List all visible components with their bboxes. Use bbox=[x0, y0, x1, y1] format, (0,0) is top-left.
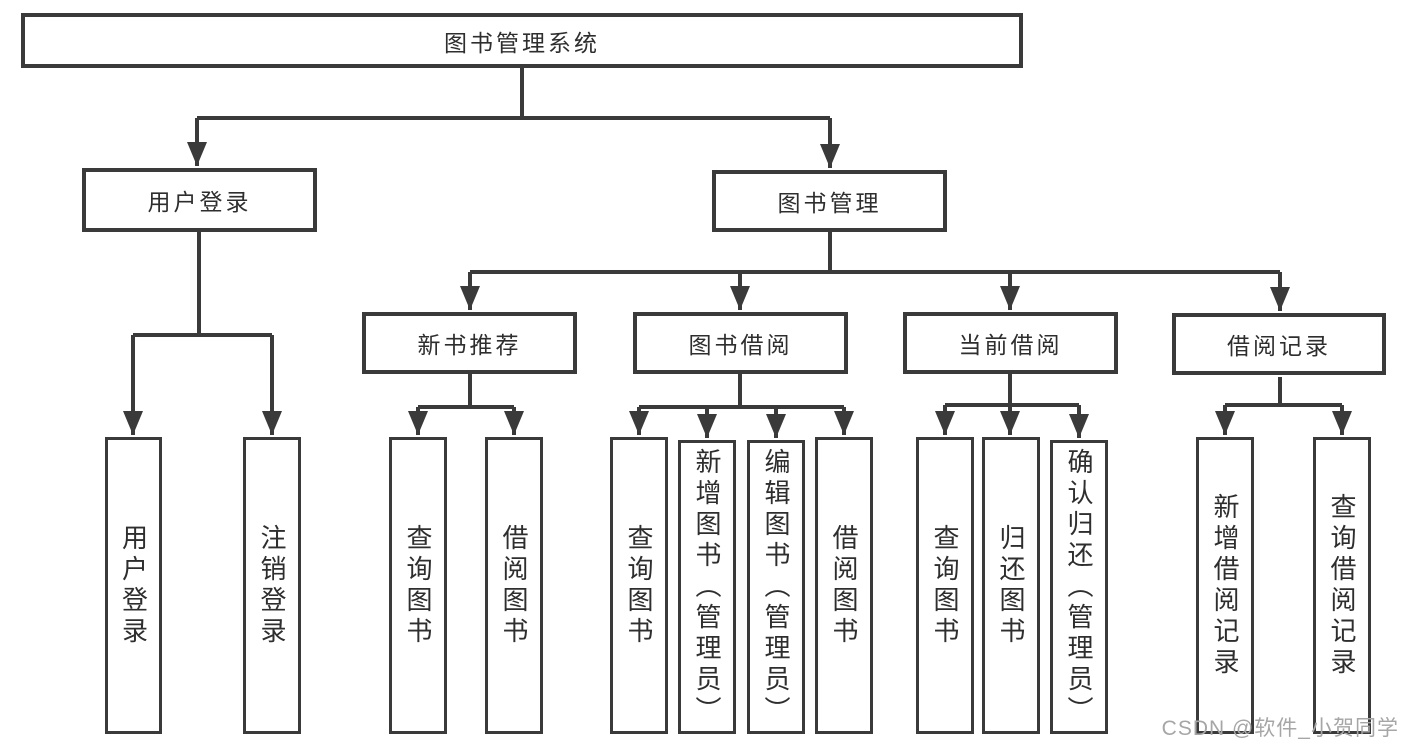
node-add-books-admin: 新增图书（管理员） bbox=[678, 440, 736, 734]
connector-borrowing-group bbox=[639, 374, 844, 409]
connector-book-mgmt-group bbox=[470, 232, 1280, 274]
csdn-watermark: CSDN @软件_小贺同学 bbox=[1161, 717, 1399, 740]
node-query-borrow-record: 查询借阅记录 bbox=[1313, 437, 1371, 734]
node-confirm-return-admin: 确认归还（管理员） bbox=[1050, 440, 1108, 734]
connector-user-login-group bbox=[133, 232, 272, 337]
node-query-books-2: 查询图书 bbox=[610, 437, 668, 734]
node-leaf-user-login: 用户登录 bbox=[105, 437, 162, 734]
connector-records-group bbox=[1225, 377, 1342, 407]
node-label: 用户登录 bbox=[147, 189, 252, 215]
node-label: 新书推荐 bbox=[417, 332, 522, 358]
node-query-books-3: 查询图书 bbox=[916, 437, 974, 734]
node-label: 当前借阅 bbox=[958, 332, 1063, 358]
connector-root-to-level2 bbox=[197, 66, 830, 120]
node-return-books: 归还图书 bbox=[982, 437, 1040, 734]
node-add-borrow-record: 新增借阅记录 bbox=[1196, 437, 1254, 734]
node-borrow-books-2: 借阅图书 bbox=[815, 437, 873, 734]
node-label: 注销登录 bbox=[257, 523, 287, 648]
node-label: 借阅记录 bbox=[1227, 333, 1331, 359]
node-user-login: 用户登录 bbox=[82, 168, 317, 232]
node-book-management: 图书管理 bbox=[712, 170, 947, 232]
node-new-book-recommend: 新书推荐 bbox=[362, 312, 577, 374]
node-label: 图书管理 bbox=[777, 190, 882, 216]
node-current-borrowing: 当前借阅 bbox=[903, 312, 1118, 374]
node-leaf-logout: 注销登录 bbox=[243, 437, 301, 734]
node-borrow-books-1: 借阅图书 bbox=[485, 437, 543, 734]
node-label: 用户登录 bbox=[118, 523, 149, 648]
node-label: 查询借阅记录 bbox=[1327, 492, 1357, 679]
node-root-system: 图书管理系统 bbox=[21, 13, 1023, 68]
node-label: 编辑图书（管理员） bbox=[761, 447, 791, 727]
node-book-borrowing: 图书借阅 bbox=[633, 312, 848, 374]
node-label: 新增图书（管理员） bbox=[692, 447, 722, 727]
node-label: 新增借阅记录 bbox=[1210, 492, 1240, 679]
node-label: 查询图书 bbox=[930, 523, 960, 648]
node-label: 图书管理系统 bbox=[444, 29, 600, 56]
connector-current-group bbox=[945, 374, 1079, 407]
connector-new-book-group bbox=[418, 374, 514, 409]
node-label: 借阅图书 bbox=[499, 523, 529, 648]
node-label: 确认归还（管理员） bbox=[1064, 447, 1094, 727]
node-label: 查询图书 bbox=[624, 523, 654, 648]
node-label: 图书借阅 bbox=[688, 332, 793, 358]
node-borrowing-records: 借阅记录 bbox=[1172, 313, 1386, 375]
node-label: 归还图书 bbox=[996, 523, 1026, 648]
node-query-books-1: 查询图书 bbox=[389, 437, 447, 734]
node-label: 查询图书 bbox=[403, 523, 433, 648]
node-label: 借阅图书 bbox=[829, 523, 859, 648]
node-edit-books-admin: 编辑图书（管理员） bbox=[747, 440, 805, 734]
